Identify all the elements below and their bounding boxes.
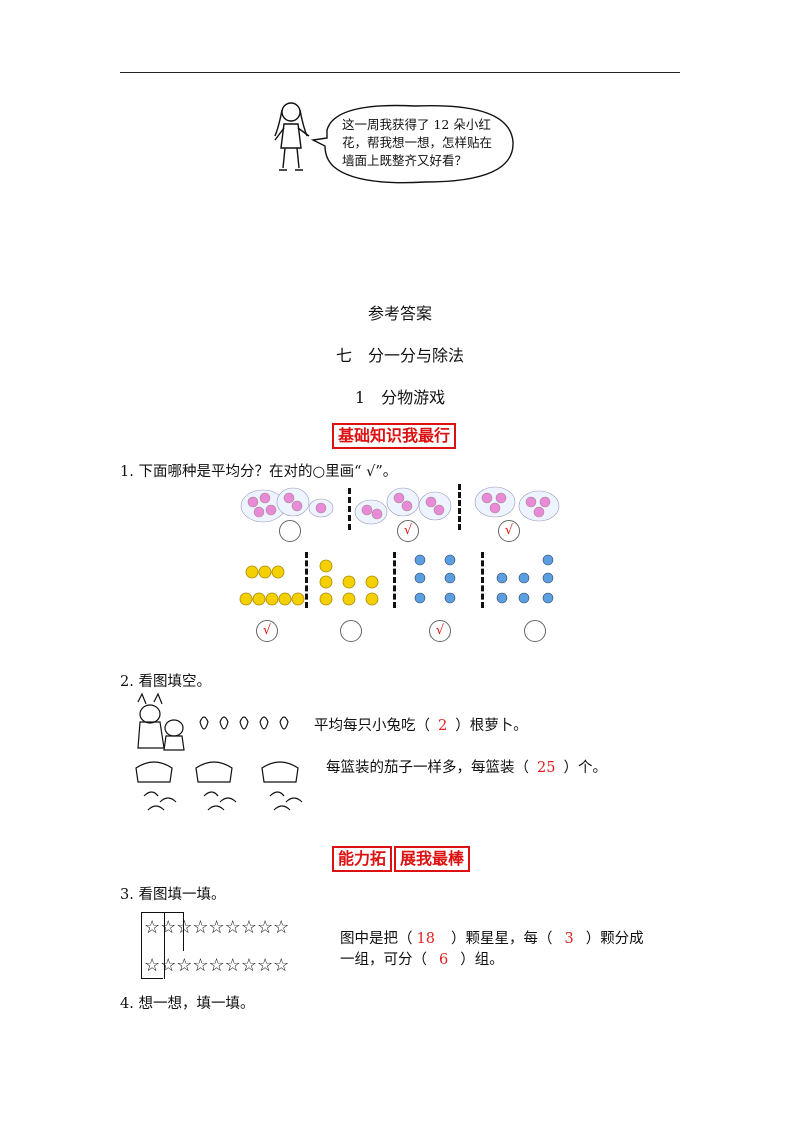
star-group-frame [163,912,184,951]
divider [393,552,396,608]
q3-answer-2: 3 [564,931,574,947]
q2-line1-suffix: ）根萝卜。 [455,718,528,734]
answer-circle [279,520,301,542]
top-rule [120,72,680,73]
question-3: 3. 看图填一填。 [120,887,226,903]
star-group-frame [141,912,165,979]
fruit-fish-groups [239,554,554,606]
q2-line2-suffix: ）个。 [563,760,607,776]
answer-circle: √ [429,620,451,642]
section-banner-ability: 能力拓 展我最棒 [332,846,471,872]
q2-line2-prefix: 每篮装的茄子一样多，每篮装（ [326,760,529,776]
q2-line2: 每篮装的茄子一样多，每篮装（ 25 ）个。 [326,756,607,777]
banner-part-a: 能力拓 [332,846,393,872]
q2-answer-1: 2 [438,718,448,734]
q3-line1: 图中是把（18 ）颗星星，每（ 3 ）颗分成 [340,927,644,948]
star-group-frame-bottom [141,978,163,979]
chapter-title: 七 分一分与除法 [335,346,464,365]
q3-text: ）颗星星，每（ [450,931,553,947]
question-4: 4. 想一想，填一填。 [120,996,255,1012]
lesson-title: 1 分物游戏 [354,388,446,407]
question-2: 2. 看图填空。 [120,674,211,690]
question-1: 1. 下面哪种是平均分？在对的○里画“ √”。 [120,464,398,480]
answer-circle: √ [498,520,520,542]
answers-title: 参考答案 [367,304,432,323]
flower-groups [240,486,560,525]
girl-figure [274,102,310,171]
q3-answer-1: 18 [416,931,435,947]
answer-circle [524,620,546,642]
q2-line1-prefix: 平均每只小兔吃（ [314,718,430,734]
q3-text: ）颗分成 [585,931,644,947]
section-banner-basic: 基础知识我最行 [332,423,457,449]
q3-answer-3: 6 [439,952,449,968]
girl-illustration [274,102,514,184]
answer-circle: √ [256,620,278,642]
q3-text: 一组，可分（ [340,952,427,968]
divider [458,484,461,530]
speech-bubble [310,104,514,184]
answer-circle [340,620,362,642]
q3-text: 图中是把（ [340,931,413,947]
q2-answer-2: 25 [537,760,556,776]
q3-line2: 一组，可分（ 6 ）组。 [340,948,504,969]
star-row-bottom: ☆☆☆☆☆☆☆☆☆ [144,955,290,976]
divider [348,488,351,530]
speech-text: 这一周我获得了 12 朵小红花，帮我想一想，怎样贴在墙面上既整齐又好看？ [342,117,493,168]
rabbits-baskets-illustration [135,692,303,811]
banner-part-b: 展我最棒 [394,846,471,872]
divider [305,552,308,608]
answer-circle: √ [397,520,419,542]
divider [481,552,484,608]
q3-text: ）组。 [460,952,504,968]
q2-line1: 平均每只小兔吃（ 2 ）根萝卜。 [314,714,528,735]
star-row-top: ☆☆☆☆☆☆☆☆☆ [144,917,290,938]
